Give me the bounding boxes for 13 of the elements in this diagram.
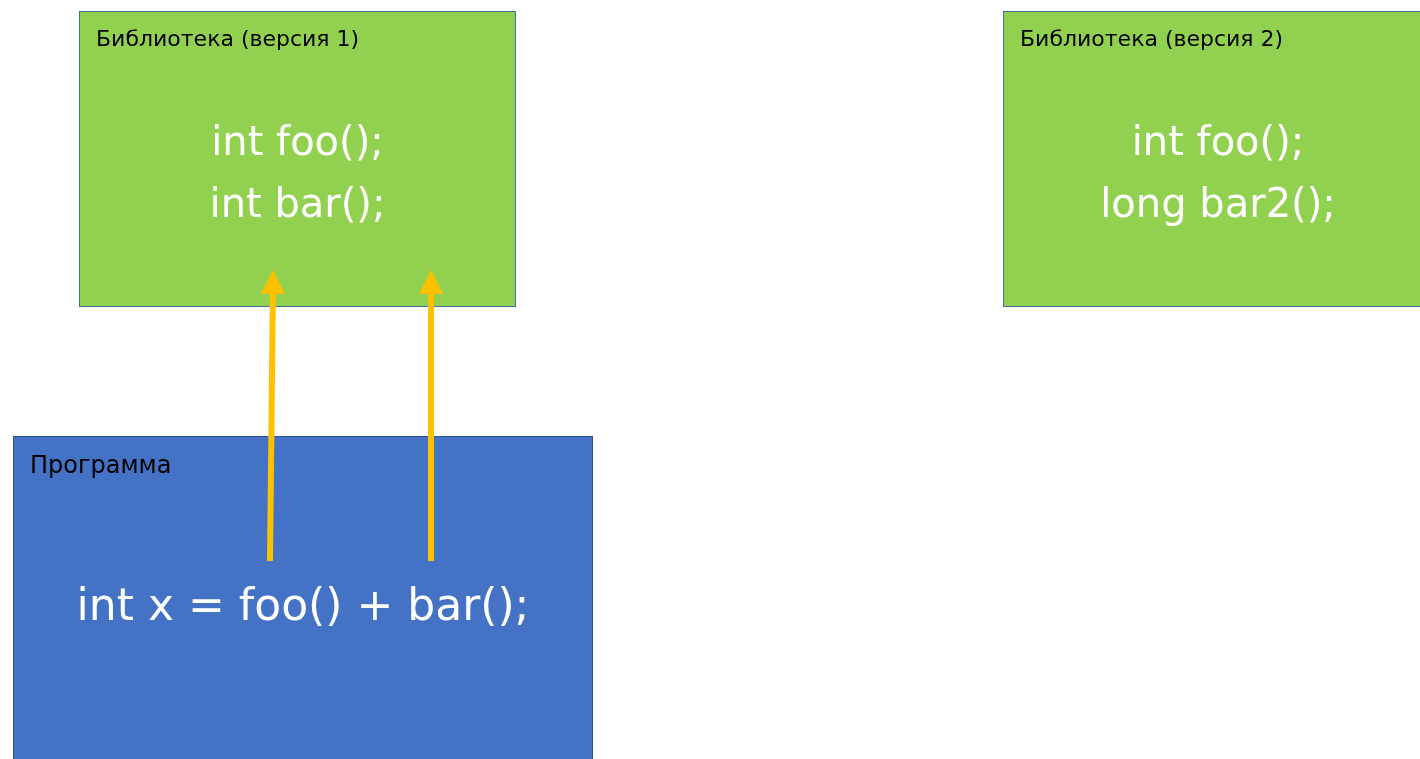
code-line: long bar2(); [1100,179,1336,228]
code-line: int foo(); [211,117,384,166]
arrow [419,270,443,561]
code-box [79,11,516,307]
code-box [13,436,593,759]
code-box [1003,11,1420,307]
code-line: int foo(); [1131,117,1305,166]
code-line: int bar(); [209,179,386,228]
box-heading: Программа [30,451,172,479]
box-heading: Библиотека (версия 2) [1020,26,1284,51]
code-line: int x = foo() + bar(); [76,578,530,632]
box-heading: Библиотека (версия 1) [96,26,360,51]
arrow [260,270,285,562]
